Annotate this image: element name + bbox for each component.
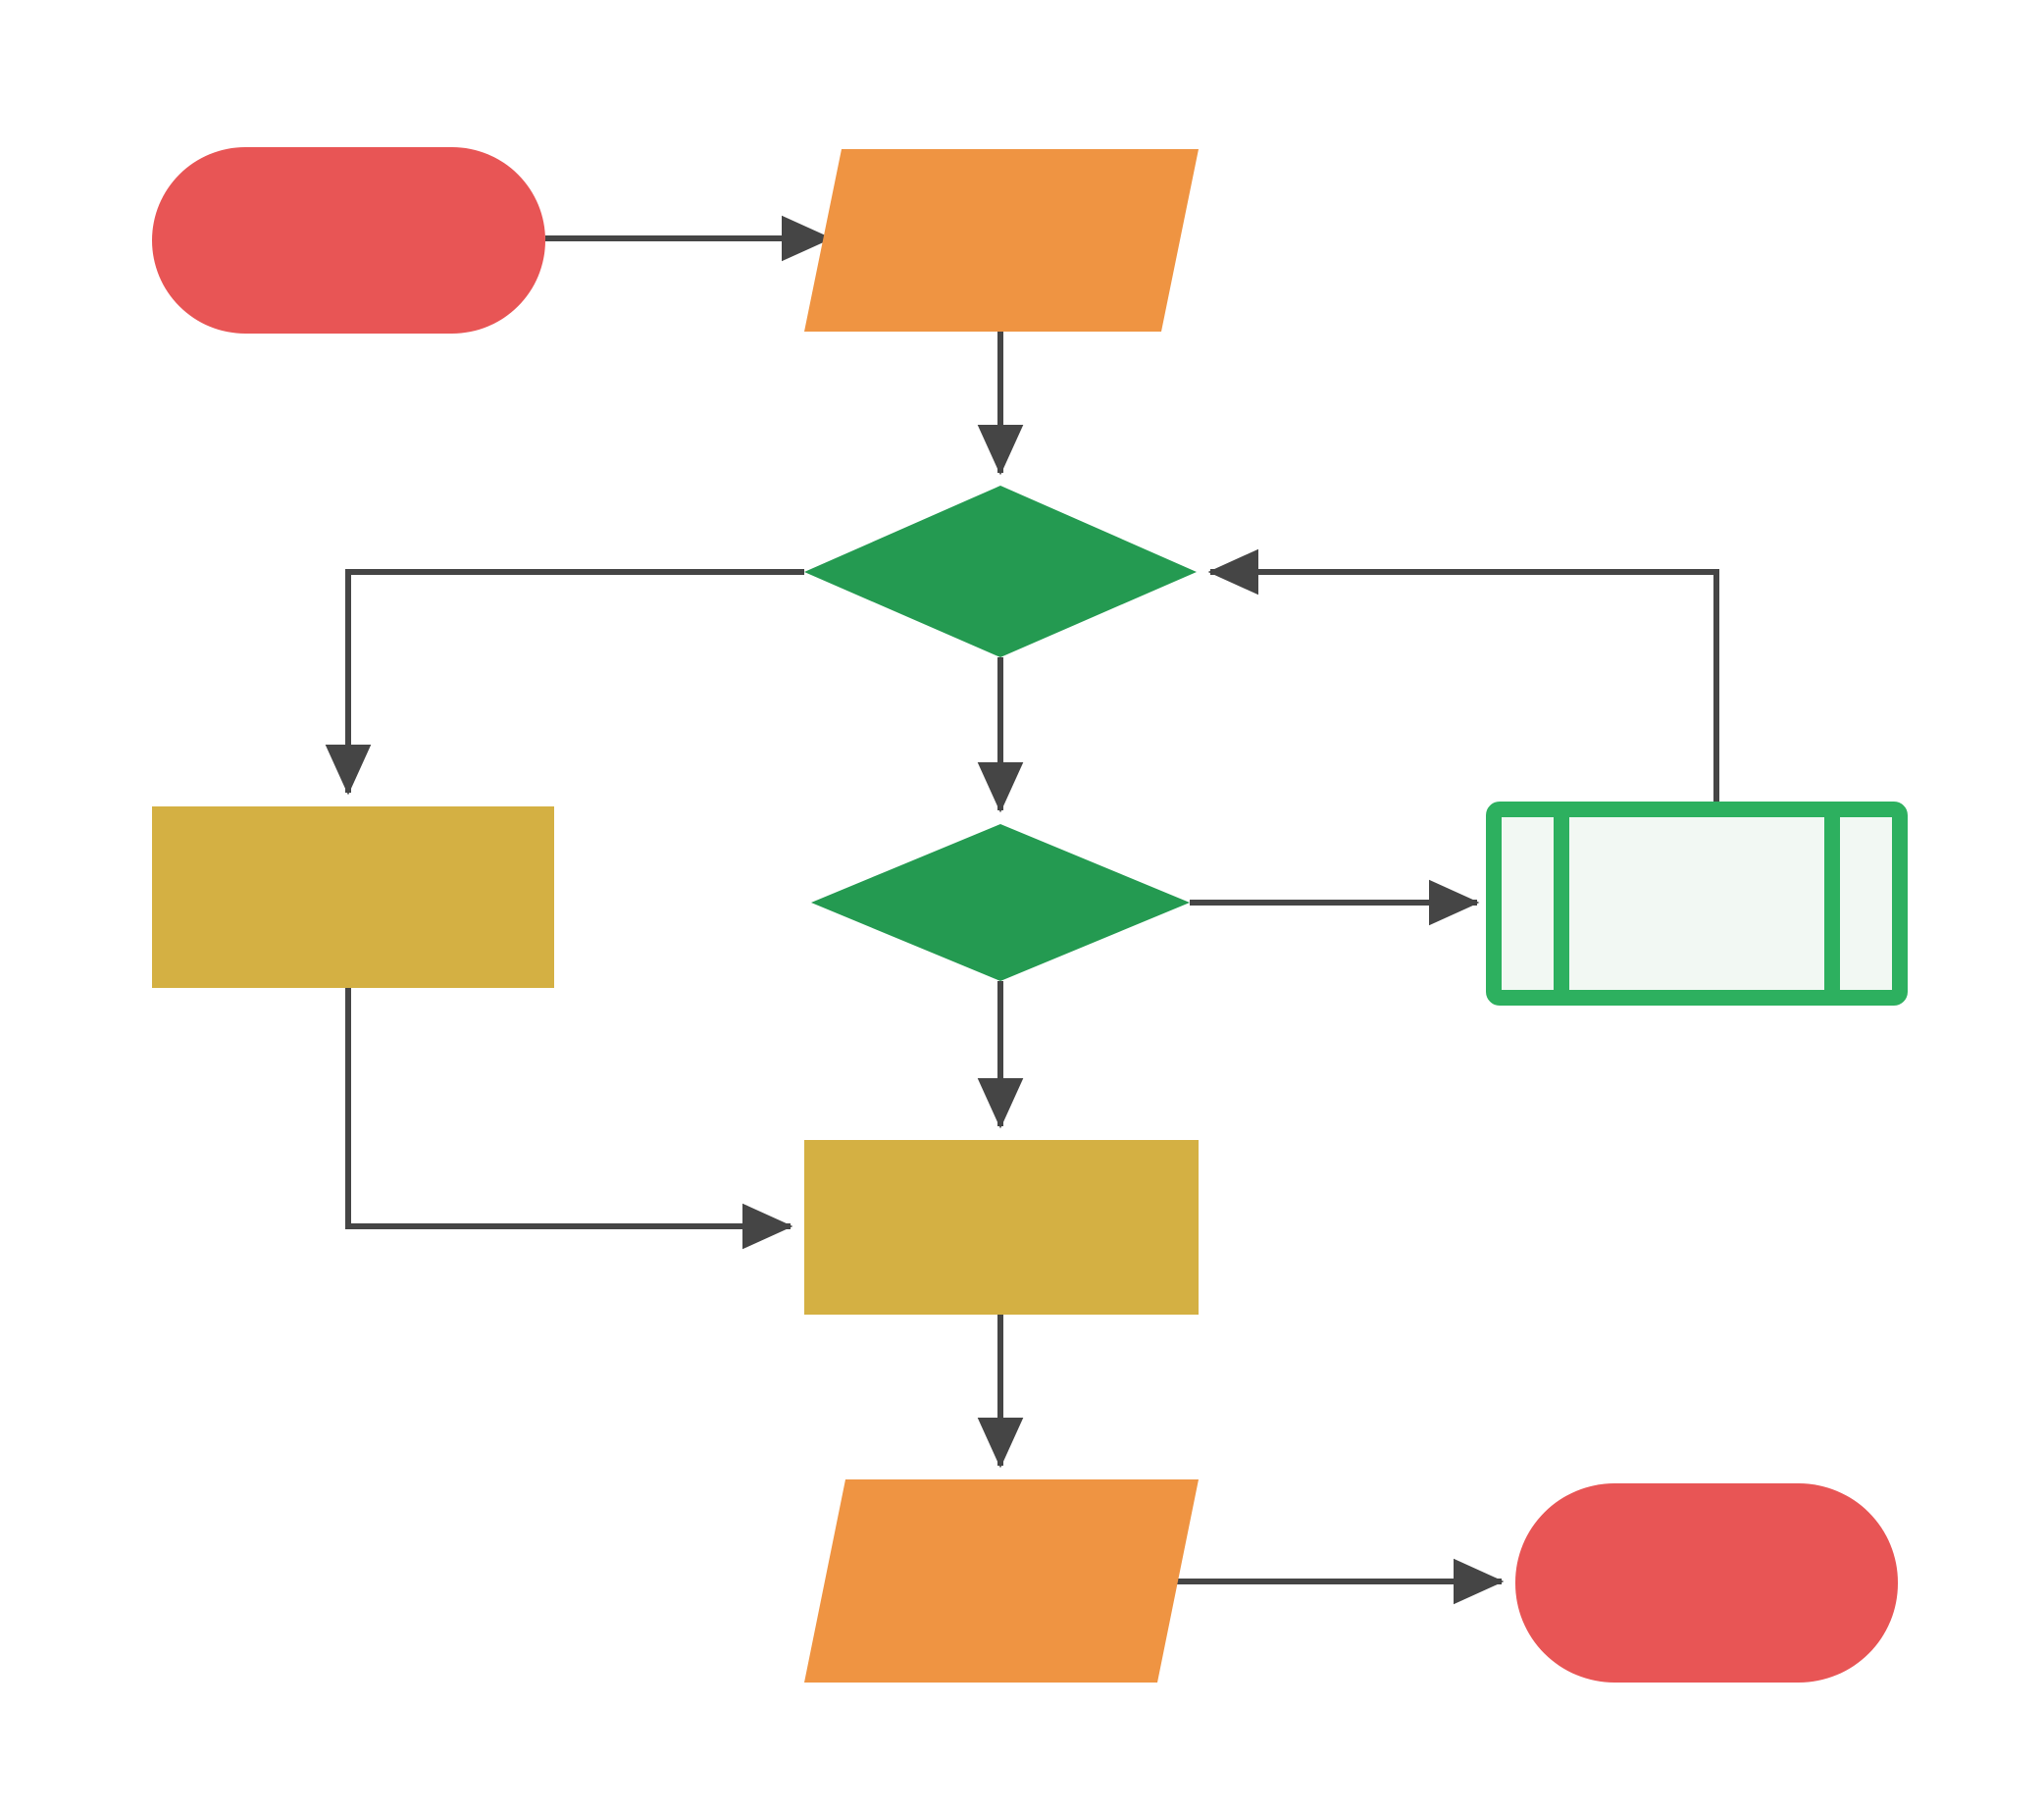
node-output-parallelogram[interactable]	[804, 1479, 1199, 1683]
node-subroutine-predefined-process[interactable]	[1486, 802, 1908, 1006]
end-terminator-shape[interactable]	[1515, 1483, 1898, 1683]
node-input-parallelogram[interactable]	[804, 149, 1199, 332]
decision1-diamond-shape[interactable]	[804, 486, 1197, 657]
node-end-terminator[interactable]	[1515, 1483, 1898, 1683]
node-decision2-diamond[interactable]	[811, 824, 1190, 981]
node-decision1-diamond[interactable]	[804, 486, 1197, 657]
process2-rect-shape[interactable]	[804, 1140, 1199, 1315]
node-process1-rect[interactable]	[152, 806, 554, 988]
process1-rect-shape[interactable]	[152, 806, 554, 988]
output-parallelogram-shape[interactable]	[804, 1479, 1199, 1683]
node-layer	[152, 147, 1908, 1683]
node-start-terminator[interactable]	[152, 147, 545, 334]
edge-process1-to-process2[interactable]	[345, 988, 793, 1250]
edge-decision1-to-process1[interactable]	[325, 569, 804, 796]
edge-subroutine-to-decision1-feedback[interactable]	[1207, 548, 1719, 806]
decision2-diamond-shape[interactable]	[811, 824, 1190, 981]
input-parallelogram-shape[interactable]	[804, 149, 1199, 332]
edge-layer	[325, 215, 1719, 1605]
node-process2-rect[interactable]	[804, 1140, 1199, 1315]
subroutine-outer-shape[interactable]	[1486, 802, 1908, 1006]
start-terminator-shape[interactable]	[152, 147, 545, 334]
